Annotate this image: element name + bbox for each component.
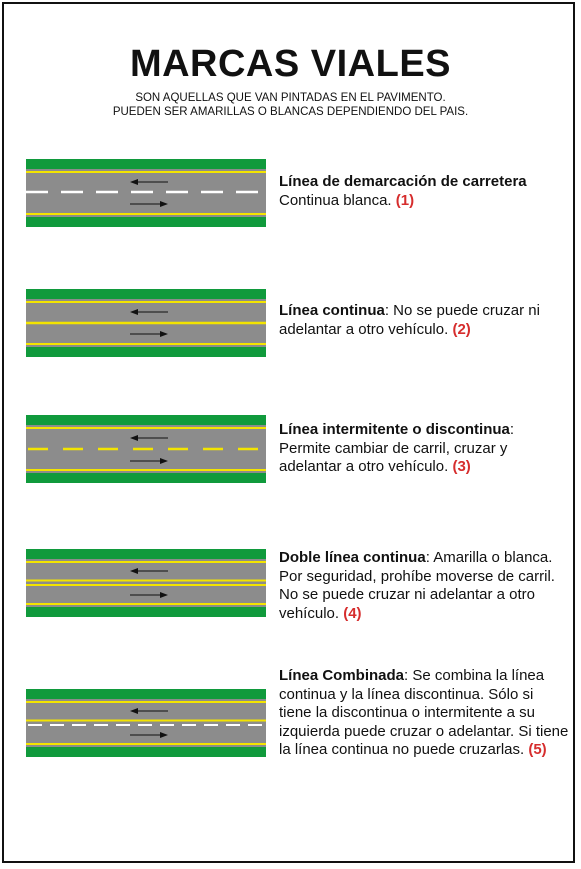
right-arrow-icon [130,331,168,337]
term-1: Línea de demarcación de carretera [279,173,527,190]
subtitle-line-1: SON AQUELLAS QUE VAN PINTADAS EN EL PAVI… [135,92,446,104]
road-diagram-2 [26,289,266,357]
right-arrow-icon [130,732,168,738]
description-1: Línea de demarcación de carretera Contin… [279,173,569,210]
term-4: Doble línea continua [279,549,426,566]
number-2: (2) [452,320,471,338]
road-diagram-1 [26,159,266,227]
description-3: Línea intermitente o discontinua: Permit… [279,421,569,477]
description-4: Doble línea continua: Amarilla o blanca.… [279,549,569,623]
right-arrow-icon [130,458,168,464]
yellow-double-center-line [26,579,266,586]
number-3: (3) [452,458,471,475]
description-2: Línea continua: No se puede cruzar ni ad… [279,302,569,339]
subtitle-line-2: PUEDEN SER AMARILLAS O BLANCAS DEPENDIEN… [112,106,469,118]
left-arrow-icon [130,179,168,185]
text-5: : Se combina la línea continua y la líne… [279,667,569,758]
left-arrow-icon [130,309,168,315]
road-diagram-4 [26,549,266,617]
term-3: Línea intermitente o discontinua [279,421,510,438]
road-diagram-3 [26,415,266,483]
road-diagram-5 [26,689,266,757]
number-1: (1) [395,191,415,209]
text-2: : No se puede cruzar ni adelantar a otro… [279,302,540,338]
description-5: Línea Combinada: Se combina la línea con… [279,667,569,760]
number-4: (4) [343,604,362,622]
page-title: MARCAS VIALES [129,43,452,85]
number-5: (5) [528,741,547,758]
text-4: : Amarilla o blanca. Por seguridad, proh… [279,549,555,622]
term-2: Línea continua [279,302,385,319]
right-arrow-icon [130,201,168,207]
term-5: Línea Combinada [279,667,405,684]
text-3: : Permite cambiar de carril, cruzar y ad… [279,421,515,475]
left-arrow-icon [130,568,168,574]
right-arrow-icon [130,592,168,598]
left-arrow-icon [130,708,168,714]
text-1: Continua blanca. [279,191,392,209]
left-arrow-icon [130,435,168,441]
